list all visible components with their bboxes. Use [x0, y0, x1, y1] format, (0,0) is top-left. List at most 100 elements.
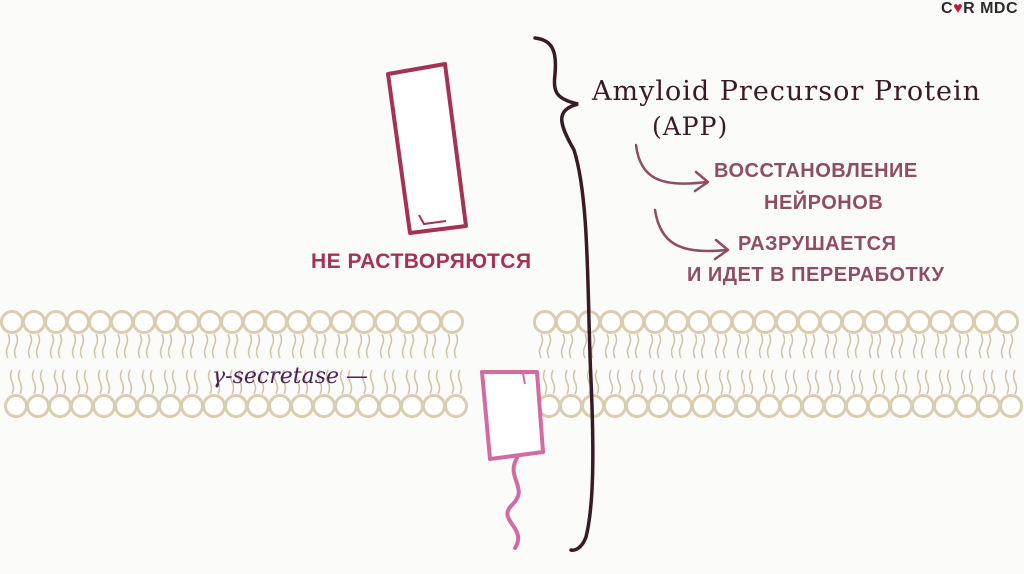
lipid-head [330, 310, 354, 334]
lipid-tail [740, 369, 746, 395]
lipid-tail [938, 369, 944, 395]
lipid-tail [788, 333, 794, 359]
lipid-tail [413, 369, 419, 395]
lipid-head [533, 310, 557, 334]
lipid-tail [674, 369, 680, 395]
lipid-tail [912, 333, 918, 359]
lipid-tail [357, 333, 363, 359]
lipid-tail [181, 333, 187, 359]
lipid-head [911, 394, 935, 418]
lipid-head [154, 310, 178, 334]
lipid-head [757, 394, 781, 418]
app-abbreviation: (APP) [652, 112, 729, 141]
lipid-tail [141, 369, 147, 395]
lipid-tail [542, 369, 548, 395]
lipid-tail [137, 333, 143, 359]
lipid-tail [427, 369, 433, 395]
lipid-head [973, 310, 997, 334]
lipid-head [308, 310, 332, 334]
lipid-tail [898, 333, 904, 359]
lipid-tail [193, 369, 199, 395]
lipid-head [995, 310, 1019, 334]
lipid-head [356, 394, 380, 418]
lipid-tail [550, 369, 556, 395]
lipid-tail [31, 369, 37, 395]
lipid-tail [748, 369, 754, 395]
lipid-head [418, 310, 442, 334]
lipid-tail [744, 333, 750, 359]
lipid-tail [49, 333, 55, 359]
lipid-head [66, 310, 90, 334]
lipid-tail [83, 369, 89, 395]
lipid-tail [435, 369, 441, 395]
lipid-head [823, 394, 847, 418]
lipid-tail [946, 369, 952, 395]
lipid-tail [616, 369, 622, 395]
lipid-head [440, 310, 464, 334]
app-title: Amyloid Precursor Protein [592, 76, 981, 107]
lipid-tail [5, 333, 11, 359]
lipid-head [603, 394, 627, 418]
lipid-head [198, 310, 222, 334]
logo-text-right: R MDC [963, 0, 1018, 17]
lipid-head [625, 394, 649, 418]
lipid-tail [343, 333, 349, 359]
lipid-tail [612, 333, 618, 359]
lipid-head [92, 394, 116, 418]
lipid-head [867, 394, 891, 418]
lipid-tail [780, 333, 786, 359]
lipid-tail [806, 369, 812, 395]
lipid-head [951, 310, 975, 334]
lipid-head [202, 394, 226, 418]
lipid-tail [630, 369, 636, 395]
lipid-tail [431, 333, 437, 359]
lipid-tail [546, 333, 552, 359]
heart-icon: ♥ [953, 0, 964, 17]
lipid-tail [736, 333, 742, 359]
lipid-tail [101, 333, 107, 359]
lipid-head [779, 394, 803, 418]
lipid-head [753, 310, 777, 334]
lipid-tail [894, 369, 900, 395]
lipid-tail [269, 333, 275, 359]
lipid-tail [722, 333, 728, 359]
lipid-head [88, 310, 112, 334]
lipid-tail [167, 333, 173, 359]
lipid-tail [656, 333, 662, 359]
lipid-tail [858, 369, 864, 395]
lipid-head [444, 394, 468, 418]
lipid-head [378, 394, 402, 418]
lipid-tail [255, 333, 261, 359]
lipid-head [158, 394, 182, 418]
lipid-tail [13, 333, 19, 359]
lipid-tail [660, 369, 666, 395]
lipid-head [885, 310, 909, 334]
lipid-head [422, 394, 446, 418]
lipid-head [180, 394, 204, 418]
lipid-tail [127, 369, 133, 395]
lipid-tail [453, 333, 459, 359]
lipid-tail [902, 369, 908, 395]
gamma-secretase-label: γ-secretase — [212, 364, 369, 389]
lipid-tail [339, 369, 345, 395]
lipid-head [929, 310, 953, 334]
lipid-tail [978, 333, 984, 359]
insoluble-label: НЕ РАСТВОРЯЮТСЯ [311, 250, 532, 273]
lipid-tail [836, 369, 842, 395]
lipid-head [374, 310, 398, 334]
lipid-head [220, 310, 244, 334]
lipid-head [907, 310, 931, 334]
lipid-tail [854, 333, 860, 359]
app-segment-highlight [522, 373, 526, 385]
lipid-tail [564, 369, 570, 395]
lipid-tail [1004, 369, 1010, 395]
lipid-tail [916, 369, 922, 395]
lipid-tail [1000, 333, 1006, 359]
lipid-tail [207, 369, 213, 395]
lipid-head [70, 394, 94, 418]
lipid-tail [986, 333, 992, 359]
app-membrane-segment [480, 370, 545, 461]
lipid-tail [770, 369, 776, 395]
lipid-head [268, 394, 292, 418]
